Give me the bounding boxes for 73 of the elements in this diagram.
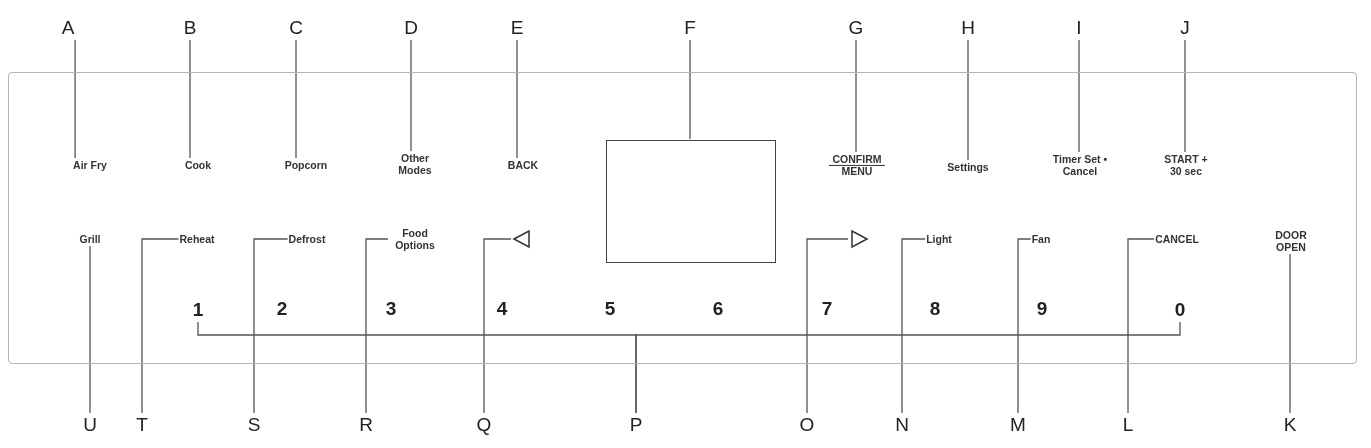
leader-line (253, 238, 289, 414)
key-number: 0 (1174, 299, 1186, 321)
leader-line (1184, 39, 1186, 153)
display-window (606, 140, 776, 263)
button-label: Grill (79, 232, 101, 246)
button-label: DOOR OPEN (1271, 228, 1311, 254)
callout-letter: G (848, 17, 864, 39)
key-number: 8 (929, 298, 941, 320)
button-label: Defrost (288, 232, 326, 246)
leader-line (141, 238, 180, 414)
key-number: 5 (604, 298, 616, 320)
callout-letter: B (183, 17, 197, 39)
callout-letter: J (1180, 17, 1190, 39)
callout-letter: L (1122, 414, 1134, 436)
button-label: CANCEL (1155, 232, 1199, 246)
leader-line (1127, 238, 1155, 414)
button-label: Air Fry (73, 158, 107, 172)
callout-letter: C (289, 17, 303, 39)
button-label: Popcorn (284, 158, 328, 172)
leader-line (855, 39, 857, 153)
callout-letter: S (247, 414, 261, 436)
callout-letter: F (684, 17, 696, 39)
leader-line (1289, 253, 1291, 414)
callout-letter: R (359, 414, 373, 436)
leader-line (516, 39, 518, 159)
leader-line (89, 245, 91, 414)
callout-letter: U (83, 414, 97, 436)
key-number: 1 (192, 299, 204, 321)
key-number: 3 (385, 298, 397, 320)
key-number: 7 (821, 298, 833, 320)
callout-letter: O (799, 414, 815, 436)
callout-letter: D (404, 17, 418, 39)
key-number: 4 (496, 298, 508, 320)
left-arrow-icon (512, 229, 532, 249)
callout-letter: N (895, 414, 909, 436)
callout-letter: H (961, 17, 975, 39)
key-number: 9 (1036, 298, 1048, 320)
leader-line (365, 238, 389, 414)
leader-line (689, 39, 691, 140)
leader-line (74, 39, 76, 159)
leader-line (1078, 39, 1080, 153)
leader-line (901, 238, 926, 414)
leader-line (967, 39, 969, 161)
button-label: Timer Set • Cancel (1047, 152, 1113, 178)
callout-letter: I (1076, 17, 1082, 39)
leader-line (806, 238, 849, 414)
control-panel (8, 72, 1357, 364)
leader-line (410, 39, 412, 152)
button-label: START + 30 sec (1161, 152, 1211, 178)
leader-line (483, 238, 512, 414)
callout-letter: T (136, 414, 148, 436)
callout-letter: E (510, 17, 524, 39)
button-label: Fan (1031, 232, 1051, 246)
right-arrow-icon (849, 229, 869, 249)
button-label: Cook (184, 158, 212, 172)
button-label: Other Modes (390, 151, 440, 177)
callout-letter: K (1283, 414, 1297, 436)
callout-letter: Q (476, 414, 492, 436)
button-label: Food Options (389, 226, 441, 252)
leader-line (295, 39, 297, 159)
button-label: Settings (947, 160, 989, 174)
key-number: 2 (276, 298, 288, 320)
button-label: BACK (507, 158, 539, 172)
callout-letter: M (1010, 414, 1026, 436)
leader-line (635, 321, 1181, 414)
button-label: CONFIRM MENU (826, 152, 888, 178)
button-label: Reheat (179, 232, 215, 246)
callout-letter: A (61, 17, 75, 39)
callout-letter: P (629, 414, 643, 436)
leader-line (189, 39, 191, 159)
leader-line (1017, 238, 1032, 414)
button-label: Light (926, 232, 952, 246)
key-number: 6 (712, 298, 724, 320)
